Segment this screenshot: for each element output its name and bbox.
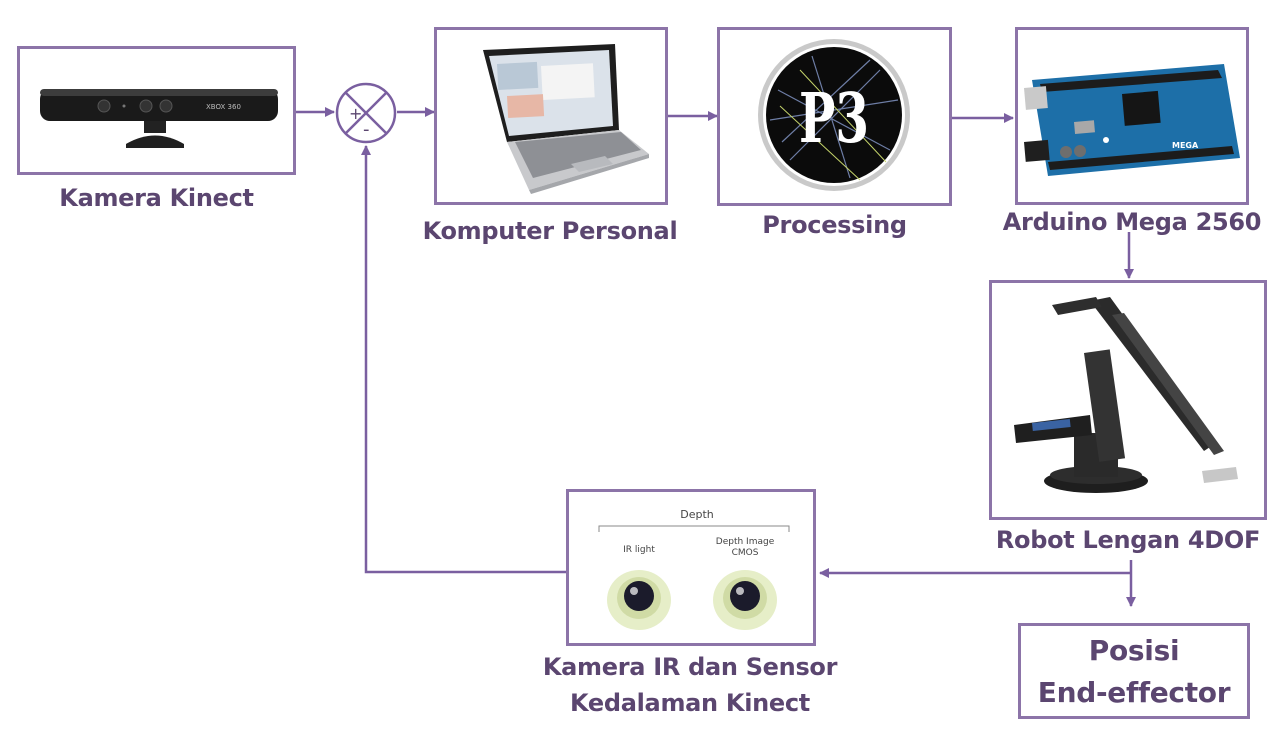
sum-plus-sign: +: [349, 104, 362, 123]
processing-label: Processing: [762, 211, 907, 239]
kinect-camera-label: Kamera Kinect: [59, 184, 254, 212]
arduino-board-text: MEGA: [1172, 141, 1199, 150]
depth-sensor-block: Depth IR light Depth Image CMOS: [566, 489, 816, 646]
pc-block: [434, 27, 668, 205]
processing-logo-text: P3: [799, 79, 869, 159]
pc-label: Komputer Personal: [422, 217, 678, 245]
arduino-block: MEGA: [1015, 27, 1249, 205]
output-label-line2: End-effector: [1037, 676, 1231, 709]
output-label-line1: Posisi: [1088, 634, 1180, 667]
depth-sensor-label-line2: Kedalaman Kinect: [570, 689, 810, 717]
kinect-camera-block: XBOX 360: [17, 46, 296, 175]
robot-arm-label: Robot Lengan 4DOF: [995, 526, 1261, 554]
robot-arm-icon: [1014, 297, 1238, 493]
depth-sensor-label-line1: Kamera IR dan Sensor: [542, 653, 838, 681]
ir-light-text: IR light: [623, 545, 655, 555]
kinect-brand-text: XBOX 360: [206, 103, 241, 111]
processing-block: P3: [717, 27, 952, 206]
robot-arm-block: [989, 280, 1267, 520]
arduino-label: Arduino Mega 2560: [1002, 208, 1262, 236]
laptop-icon: [483, 44, 649, 194]
depth-cmos-text-line2: CMOS: [732, 548, 759, 558]
feedback-line: [361, 145, 566, 574]
kinect-device-icon: XBOX 360: [40, 89, 278, 148]
arduino-board-icon: MEGA: [1024, 64, 1240, 176]
depth-sensor-diagram-icon: Depth IR light Depth Image CMOS: [598, 508, 790, 630]
summing-junction: + -: [335, 82, 397, 144]
end-effector-output-block: Posisi End-effector: [1018, 623, 1250, 719]
depth-title-text: Depth: [680, 508, 714, 521]
processing-logo-icon: P3: [758, 39, 910, 191]
sum-minus-sign: -: [363, 119, 370, 140]
depth-cmos-text-line1: Depth Image: [716, 537, 775, 547]
